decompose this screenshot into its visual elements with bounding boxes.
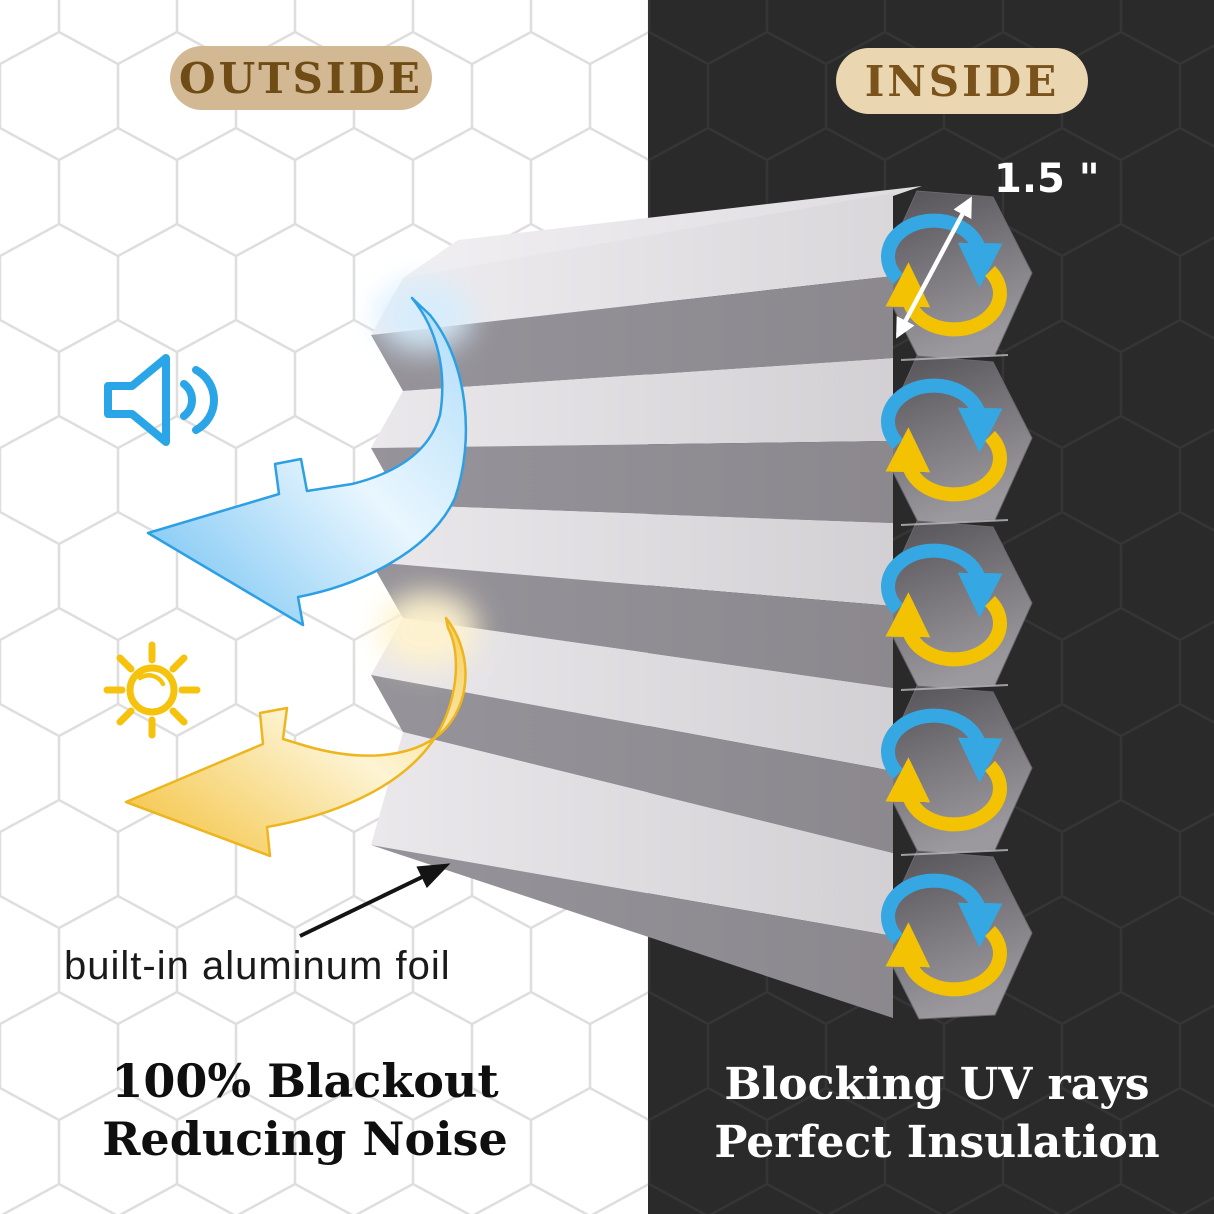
sun-highlight: [137, 673, 166, 687]
blue-swoosh-arrow-icon: [146, 296, 468, 627]
sunlight-reflection-arrow: [124, 592, 478, 858]
outside-caption: 100% Blackout Reducing Noise: [50, 1052, 560, 1168]
pleat-front: [371, 193, 893, 1018]
outside-caption-line2: Reducing Noise: [102, 1112, 508, 1166]
inside-badge: INSIDE: [836, 48, 1088, 114]
shade-top-face: [403, 186, 922, 278]
pleat-band-light: [371, 618, 893, 771]
inside-caption-line2: Perfect Insulation: [714, 1117, 1160, 1168]
foil-pointer-arrow: [299, 863, 451, 938]
speaker-body: [104, 354, 170, 446]
foil-label: built-in aluminum foil: [64, 944, 451, 988]
inside-caption-line1: Blocking UV rays: [724, 1059, 1150, 1110]
sound-wave-small: [180, 380, 196, 420]
outside-caption-line1: 100% Blackout: [111, 1054, 499, 1108]
sun-icon: [103, 641, 201, 739]
pleat-band-dark: [371, 276, 893, 391]
speaker-icon: [104, 354, 218, 446]
sunlight-glow: [378, 592, 478, 668]
outside-badge: OUTSIDE: [170, 46, 432, 110]
inside-caption: Blocking UV rays Perfect Insulation: [682, 1056, 1192, 1172]
pleat-band-light: [371, 358, 893, 448]
sound-wave-large: [192, 366, 218, 434]
pleat-band-dark: [371, 845, 893, 1018]
pleat-band-dark: [371, 562, 893, 688]
sound-reflection-arrow: [146, 280, 472, 627]
pleat-band-light: [371, 505, 893, 606]
cell-size-label: 1.5 ": [994, 156, 1100, 202]
yellow-swoosh-arrow-icon: [124, 616, 467, 858]
pleat-band-light: [371, 193, 893, 335]
sun-disc: [126, 664, 178, 716]
cell-size-measure-arrow-icon: [896, 196, 972, 339]
cell-seams: [900, 354, 1009, 856]
pleat-band-dark: [371, 675, 893, 853]
pleat-band-light: [371, 732, 893, 936]
pleat-band-dark: [371, 441, 893, 523]
